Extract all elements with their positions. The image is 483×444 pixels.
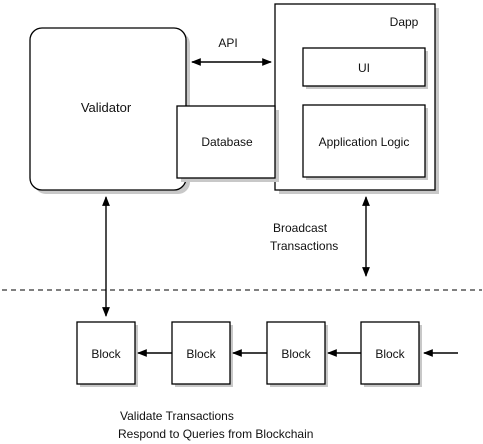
caption-line1: Validate Transactions [120, 409, 234, 423]
block-3: Block [266, 321, 328, 387]
api-label: API [218, 36, 237, 50]
block-label: Block [375, 347, 405, 361]
broadcast-label-line1: Broadcast [273, 221, 328, 235]
database-label: Database [201, 135, 253, 149]
application-logic-label: Application Logic [319, 135, 410, 149]
block-label: Block [91, 347, 121, 361]
database-node: Database [176, 105, 279, 182]
validator-node: Validator [29, 27, 190, 194]
block-label: Block [186, 347, 216, 361]
block-1: Block [76, 321, 138, 387]
dapp-label: Dapp [390, 15, 419, 29]
validator-label: Validator [81, 100, 132, 115]
block-label: Block [281, 347, 311, 361]
ui-label: UI [358, 61, 370, 75]
ui-component: UI [302, 47, 428, 89]
block-2: Block [171, 321, 233, 387]
block-4: Block [360, 321, 422, 387]
broadcast-label-line2: Transactions [270, 239, 338, 253]
caption-line2: Respond to Queries from Blockchain [118, 427, 313, 441]
application-logic-component: Application Logic [302, 104, 428, 180]
